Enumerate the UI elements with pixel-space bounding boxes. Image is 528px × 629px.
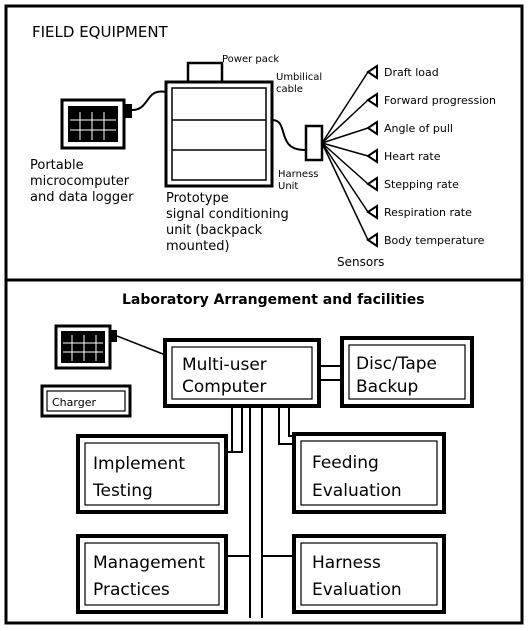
svg-text:Prototype: Prototype: [166, 191, 229, 206]
svg-text:Harness: Harness: [312, 553, 381, 573]
svg-text:Disc/Tape: Disc/Tape: [356, 354, 437, 374]
lab-title: Laboratory Arrangement and facilities: [122, 292, 425, 308]
svg-text:Body temperature: Body temperature: [384, 234, 485, 247]
outer-frame: [4, 4, 524, 625]
svg-text:cable: cable: [276, 84, 303, 95]
laptop-cable: [131, 90, 167, 111]
svg-text:Stepping rate: Stepping rate: [384, 178, 459, 191]
feeding-evaluation-box: Feeding Evaluation: [292, 432, 446, 514]
sensor-angle-of-pull: Angle of pull: [366, 120, 453, 136]
sensor-icon: [366, 232, 378, 248]
implement-testing-box: Implement Testing: [76, 434, 228, 514]
sensor-icon: [366, 176, 378, 192]
laptop-label: Portable microcomputer and data logger: [30, 158, 134, 205]
sensor-icon: [366, 92, 378, 108]
sensor-forward-progression: Forward progression: [366, 92, 496, 108]
sensor-icon: [366, 120, 378, 136]
harness-unit-label: Harness Unit: [278, 169, 319, 192]
svg-text:Backup: Backup: [356, 377, 418, 397]
harness-evaluation-box: Harness Evaluation: [292, 534, 446, 614]
charger-box: Charger: [40, 384, 132, 418]
lab-laptop-icon: [54, 324, 117, 370]
sensor-icon: [366, 148, 378, 164]
svg-text:Computer: Computer: [182, 377, 267, 397]
svg-text:Forward progression: Forward progression: [384, 94, 496, 107]
svg-text:unit (backpack: unit (backpack: [166, 223, 263, 238]
svg-text:Harness: Harness: [278, 169, 319, 180]
sensor-stepping-rate: Stepping rate: [366, 176, 459, 192]
svg-text:Charger: Charger: [52, 396, 96, 409]
laptop-icon: [60, 98, 132, 150]
backup-link: [319, 365, 342, 381]
backpack-unit-icon: [164, 80, 274, 188]
prototype-label: Prototype signal conditioning unit (back…: [166, 191, 289, 254]
evaluation-links: [225, 406, 294, 618]
management-practices-box: Management Practices: [76, 534, 228, 614]
sensor-heart-rate: Heart rate: [366, 148, 441, 164]
svg-text:signal conditioning: signal conditioning: [166, 207, 289, 222]
sensor-icon: [366, 64, 378, 80]
svg-text:Testing: Testing: [92, 481, 153, 501]
svg-text:Unit: Unit: [278, 181, 298, 192]
svg-text:Management: Management: [93, 553, 205, 573]
svg-text:Draft load: Draft load: [384, 66, 439, 79]
svg-text:Angle of pull: Angle of pull: [384, 122, 453, 135]
svg-text:Respiration rate: Respiration rate: [384, 206, 472, 219]
svg-text:Feeding: Feeding: [312, 453, 379, 473]
umbilical-label: Umbilical cable: [276, 72, 322, 95]
field-title: FIELD EQUIPMENT: [32, 23, 169, 41]
sensor-draft-load: Draft load: [366, 64, 439, 80]
harness-unit-icon: [304, 124, 324, 162]
svg-text:Portable: Portable: [30, 158, 84, 173]
svg-text:Umbilical: Umbilical: [276, 72, 322, 83]
svg-text:Implement: Implement: [93, 454, 185, 474]
svg-text:Multi-user: Multi-user: [182, 355, 267, 375]
svg-text:Practices: Practices: [93, 580, 170, 600]
sensors-title: Sensors: [337, 255, 384, 269]
power-pack-label: Power pack: [222, 54, 279, 65]
multi-user-computer-box: Multi-user Computer: [163, 338, 321, 408]
svg-text:Evaluation: Evaluation: [312, 481, 402, 501]
svg-text:mounted): mounted): [166, 239, 230, 254]
svg-text:microcomputer: microcomputer: [30, 174, 130, 189]
power-pack-icon: [186, 61, 224, 85]
umbilical-cable: [271, 119, 306, 151]
svg-text:Heart rate: Heart rate: [384, 150, 441, 163]
sensor-icon: [366, 204, 378, 220]
svg-text:Evaluation: Evaluation: [312, 580, 402, 600]
lab-laptop-cable: [116, 335, 169, 357]
sensor-respiration-rate: Respiration rate: [366, 204, 472, 220]
disc-tape-backup-box: Disc/Tape Backup: [340, 336, 474, 408]
sensor-body-temperature: Body temperature: [366, 232, 485, 248]
sensor-lines: [321, 71, 369, 241]
svg-text:and data logger: and data logger: [30, 190, 134, 205]
